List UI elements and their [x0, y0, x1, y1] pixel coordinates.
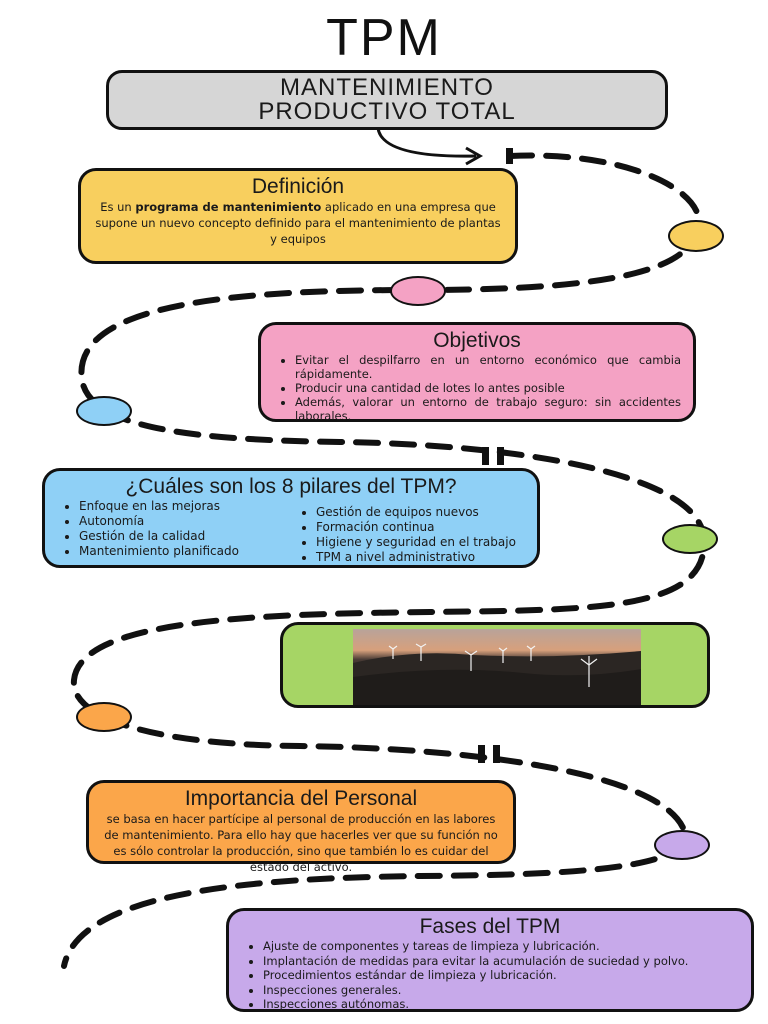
subtitle-line: PRODUCTIVO TOTAL [258, 98, 516, 125]
definicion-text: Es un programa de mantenimiento aplicado… [93, 199, 503, 247]
list-item: Gestión de la calidad [79, 529, 294, 544]
image-card [280, 622, 710, 708]
milestone-dot-green [662, 524, 718, 554]
subtitle-box: MANTENIMIENTO PRODUCTIVO TOTAL [106, 70, 668, 130]
list-item: Enfoque en las mejoras [79, 499, 294, 514]
milestone-dot-pink [390, 276, 446, 306]
road-marker [497, 447, 504, 465]
arrow-head [465, 146, 484, 166]
list-item: Implantación de medidas para evitar la a… [263, 954, 739, 969]
pilares-card: ¿Cuáles son los 8 pilares del TPM? Enfoq… [42, 468, 540, 568]
milestone-dot-orange [76, 702, 132, 732]
definicion-text-start: Es un [100, 200, 136, 214]
list-item: TPM a nivel administrativo [316, 550, 516, 565]
objetivos-card: Objetivos Evitar el despilfarro en un en… [258, 322, 696, 423]
list-item: Inspecciones autónomas. [263, 997, 739, 1012]
fases-card: Fases del TPM Ajuste de componentes y ta… [226, 908, 754, 1012]
definicion-text-end: aplicado en una empresa que supone un nu… [95, 200, 501, 246]
list-item: Inspecciones generales. [263, 983, 739, 998]
list-item: Higiene y seguridad en el trabajo [316, 535, 516, 550]
arrow-curve [376, 127, 477, 158]
wind-turbines-photo [353, 629, 641, 705]
fases-heading: Fases del TPM [419, 915, 561, 938]
pilares-columns: Enfoque en las mejoras Autonomía Gestión… [57, 499, 525, 565]
milestone-dot-blue [76, 396, 132, 426]
fases-list: Ajuste de componentes y tareas de limpie… [241, 939, 739, 1012]
definicion-card: Definición Es un programa de mantenimien… [78, 168, 518, 264]
list-item: Procedimientos estándar de limpieza y lu… [263, 968, 739, 983]
wind-turbine-icon [353, 643, 641, 705]
page-title: TPM [326, 9, 442, 67]
list-item: Ajuste de componentes y tareas de limpie… [263, 939, 739, 954]
list-item: Autonomía [79, 514, 294, 529]
importancia-text: se basa en hacer partícipe al personal d… [104, 812, 498, 874]
pilares-list-left: Enfoque en las mejoras Autonomía Gestión… [57, 499, 294, 565]
list-item: Además, valorar un entorno de trabajo se… [295, 395, 681, 423]
objetivos-heading: Objetivos [433, 329, 521, 352]
milestone-dot-purple [654, 830, 710, 860]
definicion-text-bold: programa de mantenimiento [135, 200, 322, 214]
list-item: Mantenimiento planificado [79, 544, 294, 559]
definicion-heading: Definición [251, 175, 345, 198]
road-marker [506, 148, 513, 164]
list-item: Formación continua [316, 520, 516, 535]
milestone-dot-yellow [668, 220, 724, 252]
list-item: Evitar el despilfarro en un entorno econ… [295, 353, 681, 381]
subtitle-line: MANTENIMIENTO [280, 74, 494, 101]
road-marker [478, 745, 485, 763]
road-marker [493, 745, 500, 763]
importancia-card: Importancia del Personal se basa en hace… [86, 780, 516, 874]
importancia-heading: Importancia del Personal [184, 787, 418, 810]
pilares-heading: ¿Cuáles son los 8 pilares del TPM? [125, 475, 457, 498]
list-item: Gestión de equipos nuevos [316, 505, 516, 520]
pilares-list-right: Gestión de equipos nuevos Formación cont… [294, 499, 516, 565]
road-marker [482, 447, 489, 465]
list-item: Producir una cantidad de lotes lo antes … [295, 381, 681, 395]
objetivos-list: Evitar el despilfarro en un entorno econ… [273, 353, 681, 423]
